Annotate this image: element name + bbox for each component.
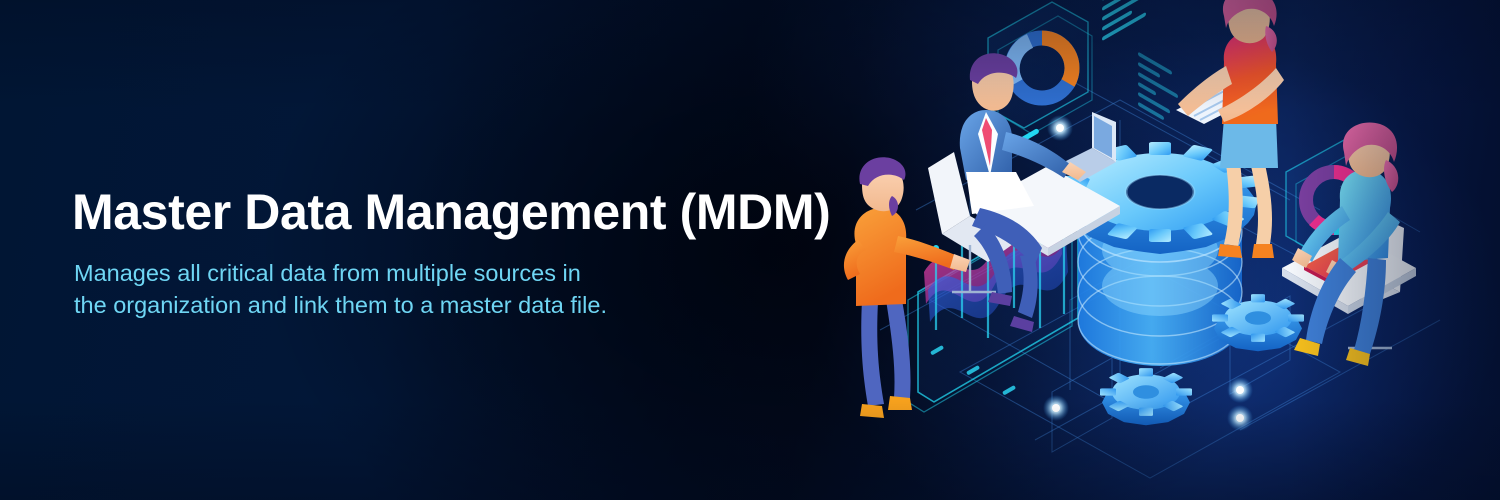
small-gear-right [1212, 294, 1304, 352]
small-gear-bottom [1100, 368, 1192, 426]
illustration [820, 0, 1500, 500]
banner-subtitle: Manages all critical data from multiple … [74, 257, 734, 322]
subtitle-line-1: Manages all critical data from multiple … [74, 260, 581, 286]
page-title: Master Data Management (MDM) [72, 184, 831, 240]
banner-copy: Master Data Management (MDM) Manages all… [72, 184, 831, 322]
subtitle-line-2: the organization and link them to a mast… [74, 292, 607, 319]
data-code-stream [1102, 0, 1178, 120]
